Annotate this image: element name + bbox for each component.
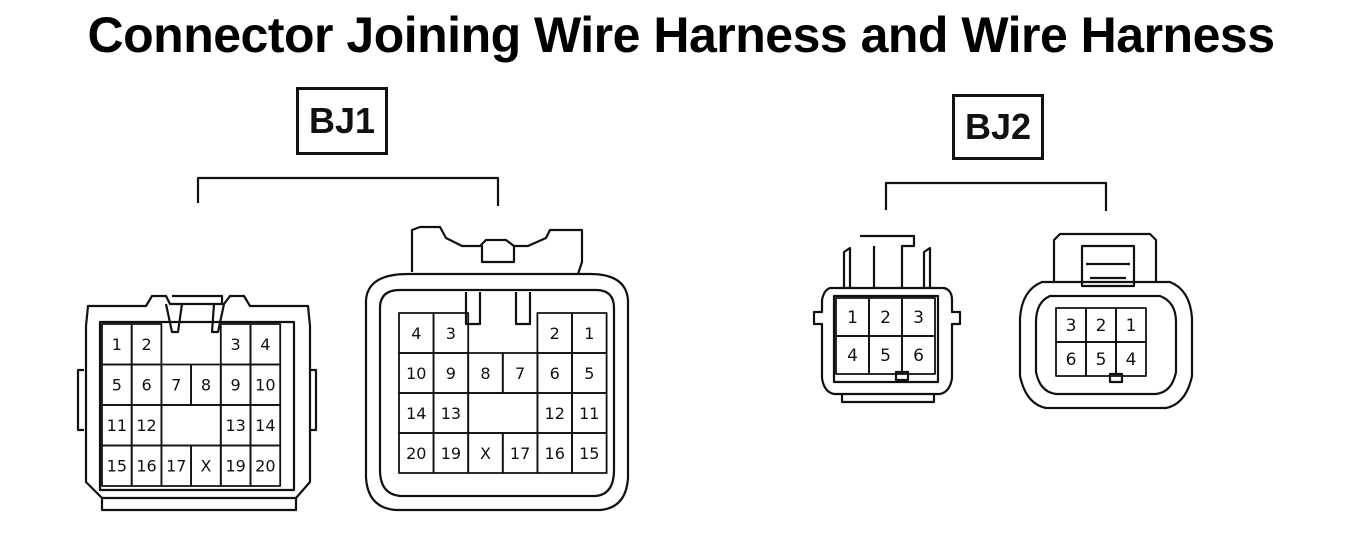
terminal-cell (571, 432, 608, 474)
terminal-number: 7 (515, 364, 525, 383)
terminal-number: 15 (579, 444, 599, 463)
terminal-number: 2 (141, 335, 151, 354)
bj2-label: BJ2 (952, 94, 1044, 160)
terminal-number: 1 (847, 308, 858, 328)
terminal-number: 1 (112, 335, 122, 354)
bj1-bracket (196, 176, 500, 206)
bj2-bracket (884, 181, 1108, 211)
terminal-number: 6 (913, 346, 924, 366)
terminal-number: 1 (1126, 316, 1137, 336)
terminal-number: X (480, 444, 491, 463)
terminal-number: 5 (584, 364, 594, 383)
bj1-male-grid: 4 3 2 1 10 9 8 7 6 5 14 13 12 11 20 19 X 17 16 15 (398, 312, 608, 474)
terminal-number: 4 (260, 335, 270, 354)
terminal-number: 10 (406, 364, 426, 383)
terminal-number: 17 (510, 444, 530, 463)
terminal-number: 5 (112, 376, 122, 395)
blank-block (467, 392, 539, 434)
terminal-number: 20 (406, 444, 426, 463)
terminal-number: 14 (255, 416, 275, 435)
terminal-number: 16 (545, 444, 565, 463)
terminal-number: 11 (579, 404, 599, 423)
terminal-number: 17 (166, 457, 186, 476)
blank-block (160, 404, 222, 447)
terminal-number: 19 (225, 457, 245, 476)
terminal-number: 2 (550, 324, 560, 343)
terminal-number: 12 (136, 416, 156, 435)
terminal-number: 3 (231, 335, 241, 354)
terminal-cell (901, 335, 936, 375)
terminal-number: 16 (136, 457, 156, 476)
terminal-number: 13 (225, 416, 245, 435)
bj1-label: BJ1 (296, 87, 388, 155)
terminal-number: 13 (441, 404, 461, 423)
bj1-female-housing (76, 294, 318, 512)
terminal-number: 7 (171, 376, 181, 395)
terminal-number: 3 (913, 308, 924, 328)
terminal-number: 6 (1066, 350, 1077, 370)
terminal-number: 9 (231, 376, 241, 395)
terminal-number: 4 (1126, 350, 1137, 370)
terminal-number: 5 (1096, 350, 1107, 370)
terminal-number: 12 (545, 404, 565, 423)
terminal-number: 3 (1066, 316, 1077, 336)
terminal-number: 5 (880, 346, 891, 366)
terminal-number: 4 (411, 324, 421, 343)
bj1-male-housing (364, 225, 630, 512)
terminal-number: X (200, 457, 211, 476)
terminal-number: 20 (255, 457, 275, 476)
terminal-number: 2 (880, 308, 891, 328)
page-title: Connector Joining Wire Harness and Wire … (87, 7, 1276, 63)
terminal-number: 15 (107, 457, 127, 476)
terminal-number: 6 (550, 364, 560, 383)
terminal-cell (1115, 341, 1147, 377)
terminal-number: 8 (201, 376, 211, 395)
terminal-number: 11 (107, 416, 127, 435)
terminal-number: 4 (847, 346, 858, 366)
terminal-cell (249, 444, 282, 487)
terminal-number: 8 (480, 364, 490, 383)
terminal-number: 6 (141, 376, 151, 395)
terminal-number: 9 (446, 364, 456, 383)
terminal-number: 2 (1096, 316, 1107, 336)
terminal-number: 19 (441, 444, 461, 463)
terminal-number: 1 (584, 324, 594, 343)
terminal-number: 3 (446, 324, 456, 343)
terminal-number: 14 (406, 404, 426, 423)
bj2-female-grid: 1 2 3 4 5 6 (835, 297, 936, 375)
terminal-number: 10 (255, 376, 275, 395)
